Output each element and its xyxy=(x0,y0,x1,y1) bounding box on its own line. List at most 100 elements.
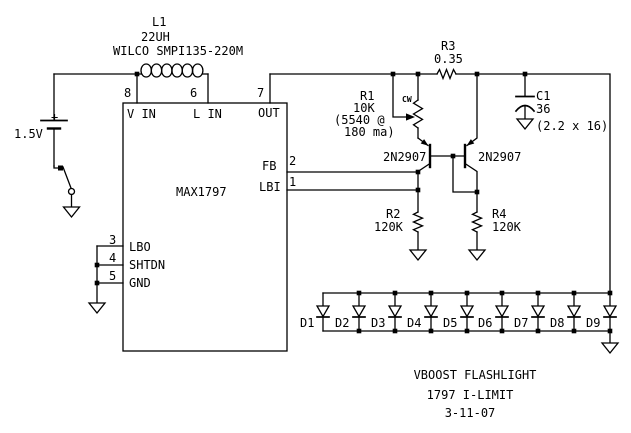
junction-dot xyxy=(474,189,480,195)
pin6-number: 6 xyxy=(190,86,197,100)
r1-cw-label: CW xyxy=(402,95,412,104)
battery-plus-label: + xyxy=(51,110,58,124)
junction-dot xyxy=(499,328,505,334)
l1-part-label: WILCO SMPI135-220M xyxy=(113,44,243,58)
ground-icon xyxy=(515,118,535,131)
q2-part-label: 2N2907 xyxy=(478,150,521,164)
diode-icon xyxy=(566,305,582,318)
power-switch xyxy=(53,165,81,219)
d5-label: D5 xyxy=(443,316,457,330)
battery-1v5: + 1.5V xyxy=(14,73,138,167)
diode-icon xyxy=(423,305,439,318)
switch-terminal xyxy=(67,187,76,196)
junction-dot xyxy=(392,290,398,296)
c1-note-label: (2.2 x 16) xyxy=(536,119,608,133)
coil-loop xyxy=(160,63,173,78)
d2-label: D2 xyxy=(335,316,349,330)
pin7-name: OUT xyxy=(258,106,280,120)
ic-part-label: MAX1797 xyxy=(176,185,227,199)
r2-value-label: 120K xyxy=(374,220,404,234)
emitter-arrow-icon xyxy=(420,139,429,146)
pin2-number: 2 xyxy=(289,154,296,168)
switch-pivot xyxy=(58,165,63,171)
title-line1: VBOOST FLASHLIGHT xyxy=(414,368,537,382)
wiper-wire xyxy=(392,73,407,118)
junction-dot xyxy=(464,328,470,334)
d6-label: D6 xyxy=(478,316,492,330)
title-block: VBOOST FLASHLIGHT 1797 I-LIMIT 3-11-07 xyxy=(414,368,537,420)
resistor-r3: R3 0.35 xyxy=(434,39,463,81)
pin7-number: 7 xyxy=(257,86,264,100)
title-line3: 3-11-07 xyxy=(445,406,496,420)
junction-dot xyxy=(571,290,577,296)
wire xyxy=(455,73,611,294)
resistor-zigzag xyxy=(470,211,484,233)
q1-part-label: 2N2907 xyxy=(383,150,426,164)
junction-dot xyxy=(464,290,470,296)
resistor-zigzag xyxy=(411,211,425,233)
potentiometer-r1: CW R1 10K (5540 @ 180 ma) xyxy=(334,73,424,139)
junction-dot xyxy=(356,328,362,334)
title-line2: 1797 I-LIMIT xyxy=(427,388,514,402)
coil-loop xyxy=(181,63,194,78)
d1-label: D1 xyxy=(300,316,314,330)
switch-arm xyxy=(62,166,72,189)
coil-loop xyxy=(171,63,183,78)
r1-note2-label: 180 ma) xyxy=(344,125,395,139)
coil-loop xyxy=(140,63,153,78)
diode-d5: D5 xyxy=(443,290,475,334)
collector-lead xyxy=(464,162,478,213)
wire xyxy=(452,155,478,193)
transistor-q2: 2N2907 xyxy=(463,73,521,213)
ground-icon xyxy=(62,206,81,219)
r1-value-label: 10K xyxy=(353,101,375,115)
ground-icon xyxy=(408,249,428,262)
junction-dot xyxy=(535,290,541,296)
pin2-name: FB xyxy=(262,159,276,173)
ic-max1797: MAX1797 8 V IN 6 L IN 7 OUT 2 FB 1 LBI 3… xyxy=(87,73,419,352)
pin6-name: L IN xyxy=(193,107,222,121)
pin1-name: LBI xyxy=(259,180,281,194)
pin8-number: 8 xyxy=(124,86,131,100)
junction-dot xyxy=(428,328,434,334)
pin3-number: 3 xyxy=(109,233,116,247)
junction-dot xyxy=(499,290,505,296)
diode-d2: D2 xyxy=(335,290,367,334)
r1-ref-label: R1 xyxy=(360,89,374,103)
l1-value-label: 22UH xyxy=(141,30,170,44)
diode-d4: D4 xyxy=(407,290,439,334)
wire xyxy=(53,165,59,169)
c1-value-label: 36 xyxy=(536,102,550,116)
diode-d1: D1 xyxy=(300,292,331,332)
r2-ref-label: R2 xyxy=(386,207,400,221)
diode-d8: D8 xyxy=(550,290,582,334)
junction-dot xyxy=(428,290,434,296)
resistor-zigzag xyxy=(436,67,457,81)
coil-loop xyxy=(150,63,163,78)
d7-label: D7 xyxy=(514,316,528,330)
r3-ref-label: R3 xyxy=(441,39,455,53)
base-link xyxy=(429,153,480,195)
resistor-r4: R4 120K xyxy=(467,207,522,262)
resistor-zigzag xyxy=(412,99,424,129)
r3-value-label: 0.35 xyxy=(434,52,463,66)
pin3-name: LBO xyxy=(129,240,151,254)
wiper-arrow-icon xyxy=(406,113,415,121)
diode-icon xyxy=(602,305,618,318)
led-array: D1 D2 D3 D4 xyxy=(300,290,620,355)
pin8-name: V IN xyxy=(127,107,156,121)
pin1-number: 1 xyxy=(289,175,296,189)
pin5-name: GND xyxy=(129,276,151,290)
c1-ref-label: C1 xyxy=(536,89,550,103)
diode-d7: D7 xyxy=(514,290,546,334)
diode-d6: D6 xyxy=(478,290,510,334)
junction-dot xyxy=(94,262,100,268)
junction-dot xyxy=(607,290,613,296)
diode-d3: D3 xyxy=(371,290,403,334)
l1-ref-label: L1 xyxy=(152,15,166,29)
emitter-arrow-icon xyxy=(466,139,475,146)
diode-icon xyxy=(459,305,475,318)
capacitor-c1: C1 36 (2.2 x 16) xyxy=(514,73,608,133)
